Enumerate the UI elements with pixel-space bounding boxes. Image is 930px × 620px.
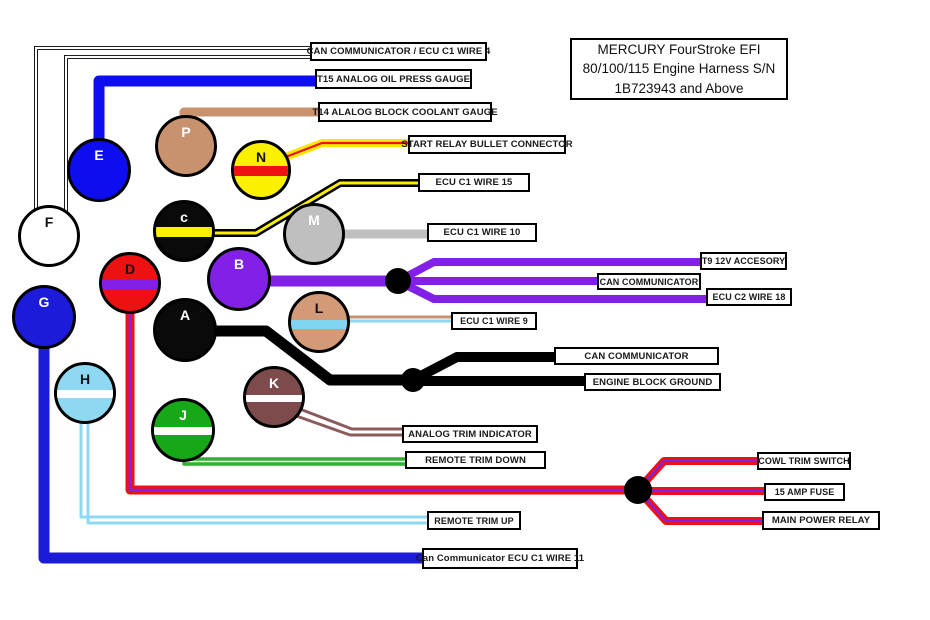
connector-k-letter: K [268, 375, 280, 391]
title-line-1: MERCURY FourStroke EFI [597, 41, 761, 57]
connector-m-letter: M [308, 212, 320, 228]
connector-c-stripe [156, 227, 212, 237]
connector-p-letter: P [181, 124, 191, 140]
connector-b-letter: B [233, 256, 245, 272]
junction-red [624, 476, 652, 504]
label-can-communicator-purple: CAN COMMUNICATOR [597, 273, 701, 290]
label-t15-oil-press-gauge: T15 ANALOG OIL PRESS GAUGE [315, 69, 472, 89]
connector-f-letter: F [44, 214, 54, 230]
wire-d-red-purple [125, 308, 765, 525]
connector-h-stripe [57, 390, 113, 398]
wire-n-yellow-red [281, 139, 410, 162]
label-ecu-c2-wire-18: ECU C2 WIRE 18 [706, 288, 792, 306]
label-ecu-c1-wire-9: ECU C1 WIRE 9 [451, 312, 537, 330]
title-box: MERCURY FourStroke EFI 80/100/115 Engine… [570, 38, 788, 100]
connector-e: E [67, 138, 131, 202]
label-remote-trim-up: REMOTE TRIM UP [427, 511, 521, 530]
connector-k: K [243, 366, 305, 428]
connector-n-stripe [234, 166, 288, 176]
label-ecu-c1-wire-10: ECU C1 WIRE 10 [427, 223, 537, 242]
connector-b: B [207, 247, 271, 311]
connector-j: J [151, 398, 215, 462]
connector-j-letter: J [179, 407, 187, 423]
connector-d-letter: D [124, 261, 136, 277]
title-line-2: 80/100/115 Engine Harness S/N [582, 61, 776, 77]
title-line-3: 1B723943 and Above [614, 80, 744, 96]
connector-g: G [12, 285, 76, 349]
wire-f-white [34, 46, 311, 216]
junction-purple [385, 268, 411, 294]
connector-c-letter: c [180, 209, 188, 225]
label-remote-trim-down: REMOTE TRIM DOWN [405, 451, 546, 469]
label-start-relay-bullet-connector: START RELAY BULLET CONNECTOR [401, 135, 573, 154]
connector-k-stripe [246, 395, 302, 402]
connector-d-stripe [102, 280, 158, 289]
connector-h-letter: H [79, 371, 91, 387]
wire-e-blue [93, 75, 316, 146]
wire-k-brown [287, 404, 404, 437]
label-can-ecu-c1-wire-4: CAN COMMUNICATOR / ECU C1 WIRE 4 [307, 42, 490, 61]
wire-a-black [210, 325, 586, 392]
wire-h-lightblue [79, 416, 429, 525]
label-ecu-c1-wire-15: ECU C1 WIRE 15 [418, 173, 530, 192]
label-main-power-relay: MAIN POWER RELAY [762, 511, 880, 530]
connector-e-letter: E [94, 147, 104, 163]
connector-l-letter: L [314, 300, 324, 316]
label-can-comm-ecu-c1-wire-11: Can Communicator ECU C1 WIRE 11 [416, 548, 584, 569]
label-can-communicator-black: CAN COMMUNICATOR [554, 347, 719, 365]
connector-g-letter: G [38, 294, 50, 310]
label-t14-block-coolant-gauge: T14 ALALOG BLOCK COOLANT GAUGE [312, 102, 498, 122]
connector-d: D [99, 252, 161, 314]
connector-p: P [155, 115, 217, 177]
connector-n: N [231, 140, 291, 200]
label-cowl-trim-switch: COWL TRIM SWITCH [757, 452, 851, 470]
connector-c: c [153, 200, 215, 262]
connector-n-letter: N [255, 149, 267, 165]
connector-h: H [54, 362, 116, 424]
connector-m: M [283, 203, 345, 265]
wire-b-purple [264, 258, 708, 303]
connector-f: F [18, 205, 80, 267]
label-t9-12v-accesory: T9 12V ACCESORY [700, 252, 787, 270]
junction-black [401, 368, 425, 392]
label-15-amp-fuse: 15 AMP FUSE [764, 483, 845, 501]
connector-l: L [288, 291, 350, 353]
connector-l-stripe [291, 320, 347, 329]
connector-j-stripe [154, 427, 212, 435]
connector-a: A [153, 298, 217, 362]
connector-a-letter: A [179, 307, 191, 323]
wire-l-tan-lightblue [346, 315, 453, 323]
label-engine-block-ground: ENGINE BLOCK GROUND [584, 373, 721, 391]
label-analog-trim-indicator: ANALOG TRIM INDICATOR [402, 425, 538, 443]
wire-j-green [174, 446, 407, 466]
wire-g-blue [38, 342, 424, 564]
